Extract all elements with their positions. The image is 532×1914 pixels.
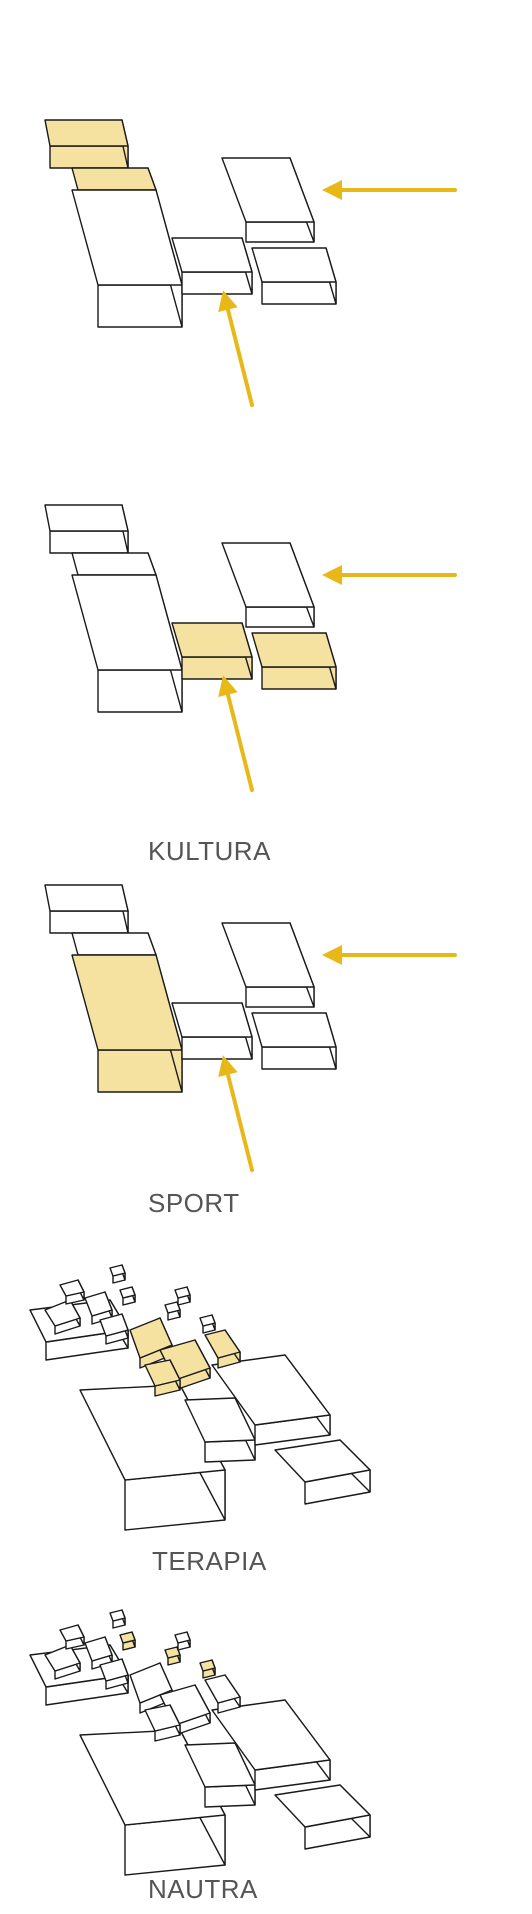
fragment-4	[99, 1658, 129, 1690]
block-right-low	[251, 1012, 337, 1070]
cube-4	[109, 1264, 126, 1284]
massing-scene	[29, 119, 457, 1876]
caption-terapia: TERAPIA	[152, 1546, 267, 1576]
block-right-low	[251, 247, 337, 305]
cube-1	[119, 1631, 136, 1651]
panel-4	[29, 1264, 371, 1531]
cube-3	[199, 1314, 216, 1334]
block-center	[171, 622, 253, 680]
block-right-long	[221, 542, 315, 628]
fragment-highlight-3	[144, 1359, 181, 1397]
fragment-3	[59, 1624, 85, 1650]
caption-nautra: NAUTRA	[148, 1874, 258, 1904]
panel-5	[29, 1609, 371, 1876]
arrow-south	[218, 675, 254, 792]
cube-2	[164, 1646, 181, 1666]
block-right-low	[251, 632, 337, 690]
block-main	[71, 189, 183, 328]
fragment-1	[44, 1644, 81, 1680]
fragment-highlight-4	[204, 1674, 241, 1714]
fragment-1	[44, 1299, 81, 1335]
block-right-long	[211, 1699, 331, 1791]
block-mid	[184, 1397, 256, 1463]
fragment-highlight-1	[129, 1317, 173, 1369]
panel-3	[44, 884, 457, 1172]
block-top-slab	[44, 884, 129, 934]
fragment-highlight-4	[204, 1329, 241, 1369]
block-main	[71, 954, 183, 1093]
block-right-low	[274, 1439, 371, 1505]
cube-4	[109, 1609, 126, 1629]
fragment-4	[99, 1313, 129, 1345]
caption-sport: SPORT	[148, 1188, 240, 1218]
block-center	[171, 1002, 253, 1060]
cube-3	[199, 1659, 216, 1679]
block-top-slab	[44, 119, 129, 169]
caption-kultura: KULTURA	[148, 836, 271, 866]
fragment-highlight-3	[144, 1704, 181, 1742]
cube-5	[174, 1286, 191, 1306]
panel-2	[44, 504, 457, 792]
cube-1	[119, 1286, 136, 1306]
fragment-3	[59, 1279, 85, 1305]
block-right-long	[211, 1354, 331, 1446]
fragment-highlight-1	[129, 1662, 173, 1714]
block-mid	[184, 1742, 256, 1808]
block-right-long	[221, 157, 315, 243]
cube-2	[164, 1301, 181, 1321]
arrow-south	[218, 1055, 254, 1172]
block-top-slab	[44, 504, 129, 554]
block-main	[71, 574, 183, 713]
block-center	[171, 237, 253, 295]
block-right-low	[274, 1784, 371, 1850]
arrow-south	[218, 290, 254, 407]
block-right-long	[221, 922, 315, 1008]
cube-5	[174, 1631, 191, 1651]
panel-1	[44, 119, 457, 407]
